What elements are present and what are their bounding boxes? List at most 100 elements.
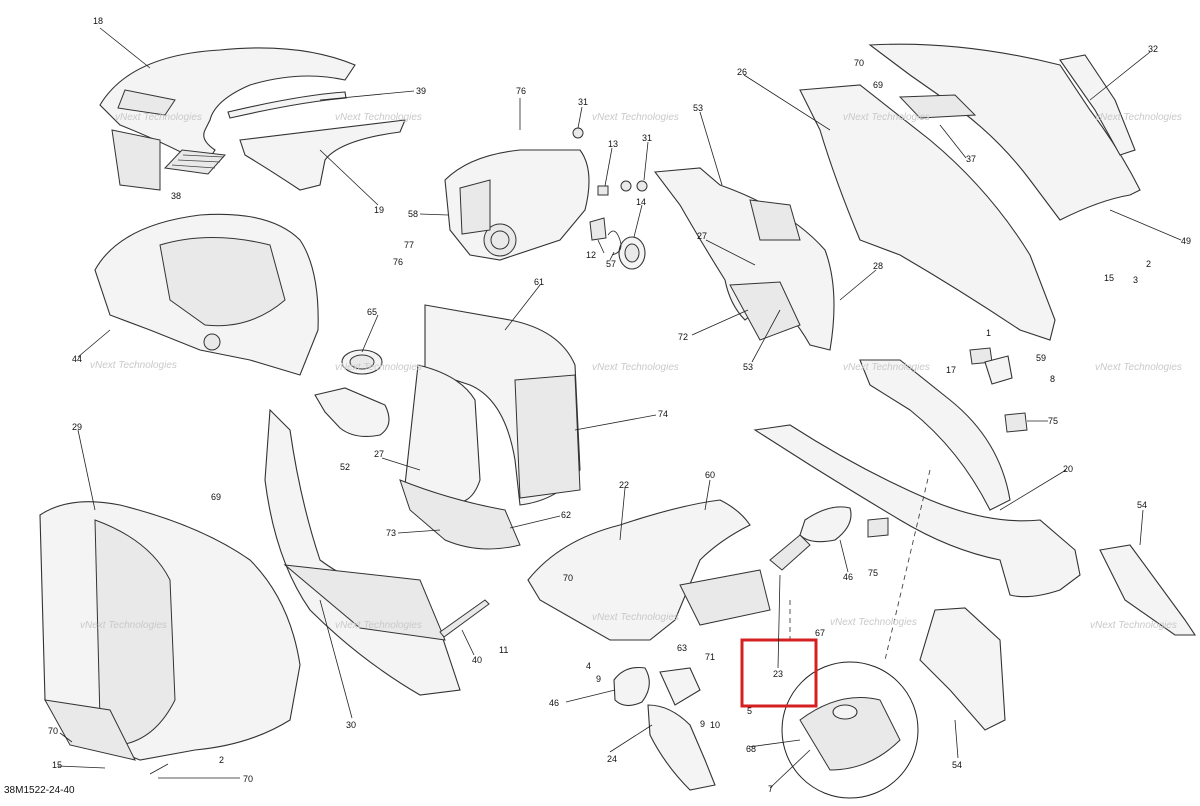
svg-text:vNext Technologies: vNext Technologies <box>592 612 679 623</box>
callout-7: 7 <box>768 784 773 794</box>
part-31-nut <box>572 127 584 139</box>
callout-77: 77 <box>404 240 414 250</box>
callout-73: 73 <box>386 528 396 538</box>
part-22-nose-fairing <box>527 499 771 641</box>
callout-70-c: 70 <box>48 726 58 736</box>
part-12-bulb <box>589 217 607 241</box>
callout-37: 37 <box>966 154 976 164</box>
callout-9-b: 9 <box>700 719 705 729</box>
callout-76: 76 <box>516 86 526 96</box>
part-75-bracket <box>1004 412 1028 433</box>
part-19-side-panel <box>239 119 406 191</box>
callout-59: 59 <box>1036 353 1046 363</box>
callout-69: 69 <box>873 80 883 90</box>
watermarks: vNext Technologies vNext Technologies vN… <box>80 112 1182 631</box>
part-31-nut-c <box>636 180 648 192</box>
callout-14: 14 <box>636 197 646 207</box>
reference-code: 38M1522-24-40 <box>4 785 75 796</box>
part-18-top-cover <box>99 47 356 191</box>
part-39-trim-strip <box>227 91 347 119</box>
part-63-bracket <box>659 667 701 706</box>
callout-12: 12 <box>586 250 596 260</box>
part-59-latch <box>984 355 1013 385</box>
callout-8: 8 <box>1050 374 1055 384</box>
callout-46-b: 46 <box>549 698 559 708</box>
callout-52: 52 <box>340 462 350 472</box>
part-57-spring-clip <box>607 230 622 256</box>
callout-9: 9 <box>596 674 601 684</box>
callout-26: 26 <box>737 67 747 77</box>
part-54-side-trim-a <box>1099 544 1197 636</box>
callout-18: 18 <box>93 16 103 26</box>
callout-44: 44 <box>72 354 82 364</box>
callout-63: 63 <box>677 643 687 653</box>
callout-46: 46 <box>843 572 853 582</box>
callout-27-b: 27 <box>374 449 384 459</box>
svg-text:vNext Technologies: vNext Technologies <box>335 362 422 373</box>
svg-text:vNext Technologies: vNext Technologies <box>1090 620 1177 631</box>
callout-labels: 18 39 38 19 76 31 13 31 14 58 77 76 12 5… <box>48 16 1191 794</box>
svg-text:vNext Technologies: vNext Technologies <box>80 620 167 631</box>
callout-28: 28 <box>873 261 883 271</box>
callout-75: 75 <box>1048 416 1058 426</box>
callout-17: 17 <box>946 365 956 375</box>
callout-60: 60 <box>705 470 715 480</box>
callout-1: 1 <box>986 328 991 338</box>
callout-32: 32 <box>1148 44 1158 54</box>
detail-circle-23 <box>781 661 919 799</box>
callout-61: 61 <box>534 277 544 287</box>
callout-15-b: 15 <box>52 760 62 770</box>
callout-58: 58 <box>408 209 418 219</box>
callout-22: 22 <box>619 480 629 490</box>
svg-text:vNext Technologies: vNext Technologies <box>115 112 202 123</box>
svg-text:vNext Technologies: vNext Technologies <box>843 362 930 373</box>
svg-text:vNext Technologies: vNext Technologies <box>830 617 917 628</box>
callout-30: 30 <box>346 720 356 730</box>
svg-text:vNext Technologies: vNext Technologies <box>90 360 177 371</box>
callout-54: 54 <box>1137 500 1147 510</box>
svg-text:vNext Technologies: vNext Technologies <box>1095 362 1182 373</box>
svg-text:vNext Technologies: vNext Technologies <box>1095 112 1182 123</box>
callout-5: 5 <box>747 706 752 716</box>
callout-71: 71 <box>705 652 715 662</box>
callout-70: 70 <box>854 58 864 68</box>
callout-40: 40 <box>472 655 482 665</box>
callout-72: 72 <box>678 332 688 342</box>
leader-lines <box>57 27 1182 789</box>
part-20-long-side-panel <box>753 359 1081 598</box>
callout-11: 11 <box>499 645 508 655</box>
detail-dashed-line <box>884 469 931 661</box>
callout-69-b: 69 <box>211 492 221 502</box>
part-40-support-bar <box>439 599 490 638</box>
callout-62: 62 <box>561 510 571 520</box>
part-75-bracket-b <box>867 517 889 538</box>
part-38-grille <box>163 149 227 175</box>
callout-38: 38 <box>171 191 181 201</box>
callout-31: 31 <box>578 97 588 107</box>
part-26-right-upper-fairing <box>799 43 1141 341</box>
callout-54-b: 54 <box>952 760 962 770</box>
svg-text:vNext Technologies: vNext Technologies <box>592 112 679 123</box>
part-31-nut-b <box>620 180 632 192</box>
callout-20: 20 <box>1063 464 1073 474</box>
callout-27: 27 <box>697 231 707 241</box>
svg-text:vNext Technologies: vNext Technologies <box>335 112 422 123</box>
part-13-clip <box>597 185 609 196</box>
callout-75-b: 75 <box>868 568 878 578</box>
callout-53-b: 53 <box>743 362 753 372</box>
part-24-nose-trim <box>647 704 716 791</box>
callout-15: 15 <box>1104 273 1114 283</box>
callout-24: 24 <box>607 754 617 764</box>
part-58-headlight-housing <box>444 149 590 261</box>
part-53-front-panel-assembly <box>653 167 835 351</box>
callout-39: 39 <box>416 86 426 96</box>
callout-3: 3 <box>1133 275 1138 285</box>
callout-53: 53 <box>693 103 703 113</box>
svg-text:vNext Technologies: vNext Technologies <box>843 112 930 123</box>
part-65-ring <box>341 349 383 375</box>
callout-29: 29 <box>72 422 82 432</box>
callout-23: 23 <box>773 669 783 679</box>
callout-49: 49 <box>1181 236 1191 246</box>
part-46-mirror-right <box>769 506 852 571</box>
